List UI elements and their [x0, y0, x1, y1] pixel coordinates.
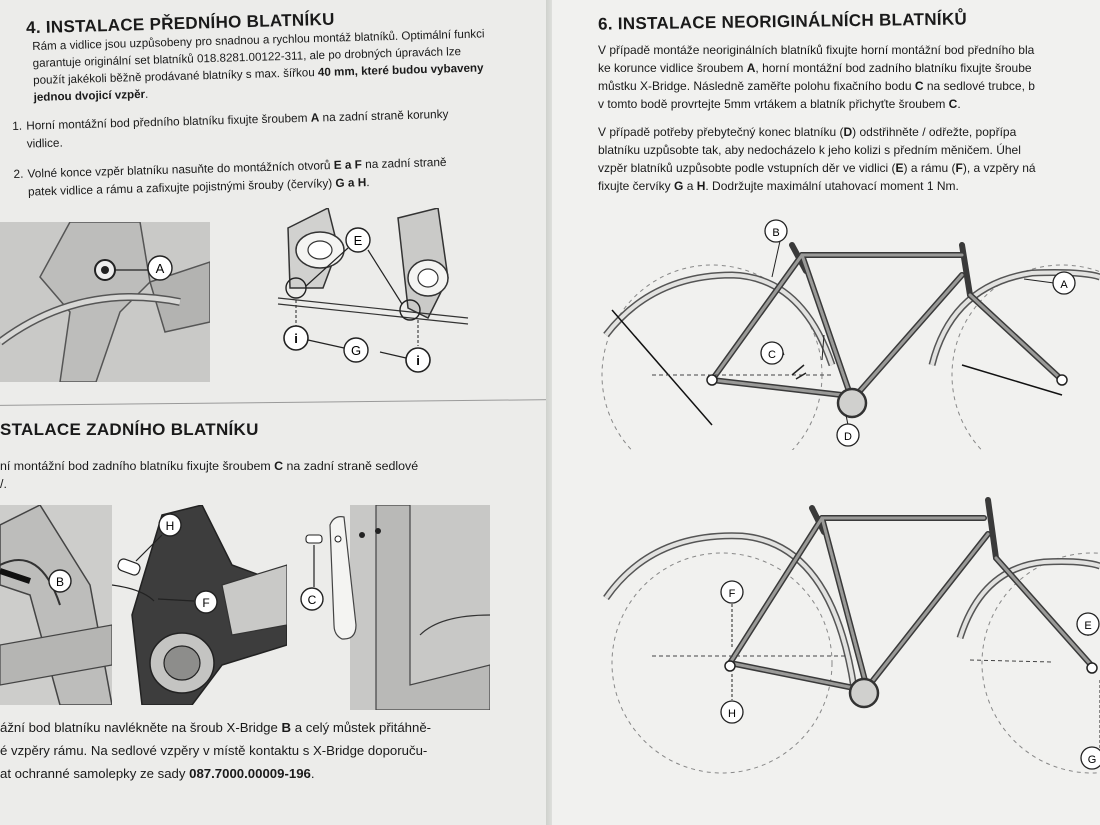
right-page: 6. INSTALACE NEORIGINÁLNÍCH BLATNÍKŮ V p…: [552, 0, 1100, 825]
callout-b: [48, 569, 72, 593]
x-bridge-illustration: B: [0, 504, 113, 706]
section5-title: STALACE ZADNÍHO BLATNÍKU: [0, 420, 259, 439]
fig1-callout-d-label: D: [844, 431, 852, 443]
fig1-callout-d: [836, 423, 860, 447]
fig1-callout-c-label: C: [768, 349, 776, 361]
fig1-callout-c: [760, 341, 784, 365]
callout-h-label: H: [166, 519, 175, 533]
p2-line1: V případě potřeby přebytečný konec blatn…: [598, 125, 1017, 139]
callout-g: [343, 337, 369, 363]
fig2-callout-e: [1076, 612, 1100, 636]
p1-line3: můstku X-Bridge. Následně zaměřte polohu…: [598, 79, 1035, 93]
grub-screw-i-right: [405, 347, 431, 373]
fig1-callout-a: [1052, 271, 1076, 295]
callout-c: [300, 587, 324, 611]
fork-crown-illustration: A: [0, 221, 211, 383]
fig2-callout-h: [720, 700, 744, 724]
rear-dropout-illustration: H F: [111, 504, 288, 706]
callout-a: [147, 255, 173, 281]
callout-c-label: C: [308, 593, 317, 607]
dropout-illustration: E i i G: [268, 206, 478, 388]
callout-f: [194, 590, 218, 614]
p1-line2: ke korunce vidlice šroubem A, horní mont…: [598, 61, 1032, 75]
callout-f-label: F: [202, 596, 209, 610]
section-divider: [0, 399, 552, 406]
bike-frame-diagram-2: F H E G: [592, 488, 1100, 778]
step1-line2: vidlice.: [26, 135, 63, 151]
fig2-callout-g: [1080, 746, 1100, 770]
fig1-callout-b-label: B: [772, 227, 779, 239]
fig2-callout-e-label: E: [1084, 620, 1091, 632]
p2-line4: fixujte červíky G a H. Dodržujte maximál…: [598, 179, 959, 193]
section5-line1: ní montážní bod zadního blatníku fixujte…: [0, 459, 419, 473]
section5-bottom-line1: ážní bod blatníku navlékněte na šroub X-…: [0, 720, 432, 735]
left-page: 4. INSTALACE PŘEDNÍHO BLATNÍKU Rám a vid…: [0, 0, 552, 825]
callout-e-label: E: [354, 233, 363, 248]
grub-screw-i-left: [283, 325, 309, 351]
seatstay-bracket-illustration: C: [290, 504, 491, 711]
callout-g-label: G: [351, 343, 361, 358]
callout-i2-label: i: [416, 353, 420, 368]
p2-line3: vzpěr blatníků uzpůsobte podle vstupních…: [598, 161, 1036, 175]
section5-bottom-line2: é vzpěry rámu. Na sedlové vzpěry v místě…: [0, 743, 428, 758]
p1-line1: V případě montáže neoriginálních blatník…: [598, 43, 1035, 57]
fig1-callout-b: [764, 219, 788, 243]
intro-line-4: jednou dvojicí vzpěr.: [33, 87, 149, 104]
bike-frame-diagram-1: B A C D: [592, 215, 1100, 486]
section6-title: 6. INSTALACE NEORIGINÁLNÍCH BLATNÍKŮ: [597, 9, 968, 34]
p2-line2: blatníku uzpůsobte tak, aby nedocházelo …: [598, 143, 1021, 157]
fig2-callout-f-label: F: [729, 588, 736, 600]
fig2-callout-h-label: H: [728, 708, 736, 720]
callout-h: [158, 513, 182, 537]
p1-line4: v tomto bodě provrtejte 5mm vrtákem a bl…: [598, 97, 961, 111]
section5-bottom-line3: at ochranné samolepky ze sady 087.7000.0…: [0, 766, 315, 781]
section4-steps: 1.Horní montážní bod předního blatníku f…: [12, 104, 522, 199]
callout-a-label: A: [156, 261, 165, 276]
fig2-callout-f: [720, 580, 744, 604]
callout-e: [345, 227, 371, 253]
callout-i1-label: i: [294, 331, 298, 346]
fig1-callout-a-label: A: [1060, 279, 1068, 291]
fig2-callout-g-label: G: [1088, 754, 1097, 766]
section5-line2: /.: [0, 477, 7, 491]
step1-line1: 1.Horní montážní bod předního blatníku f…: [12, 106, 449, 133]
callout-b-label: B: [56, 575, 64, 589]
